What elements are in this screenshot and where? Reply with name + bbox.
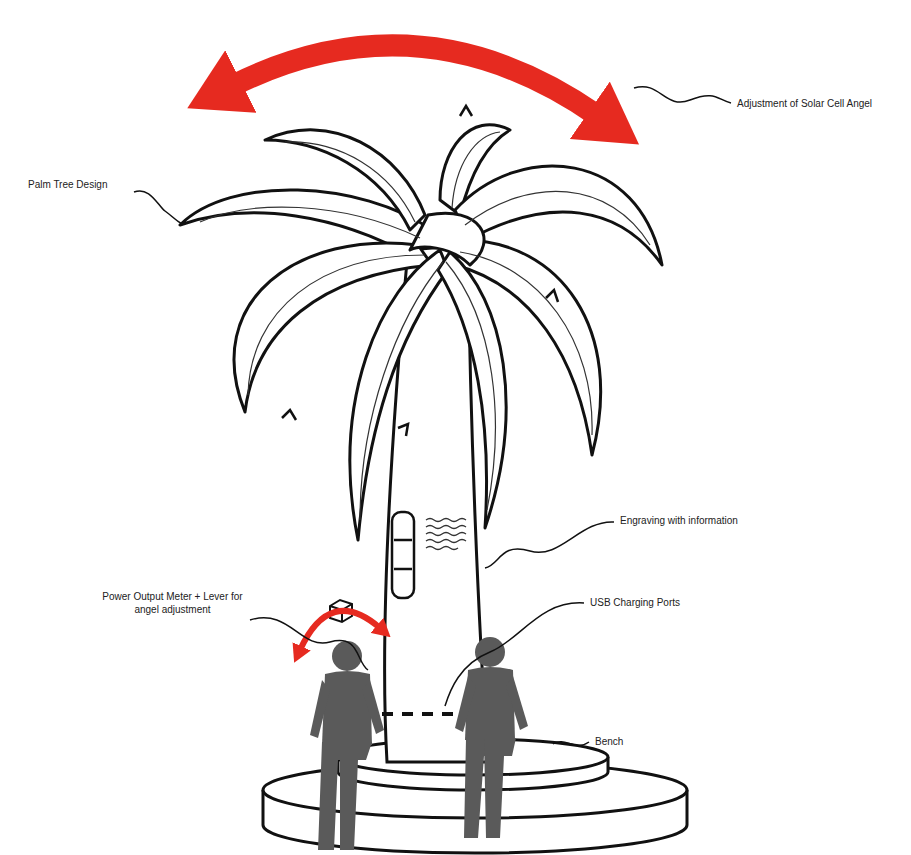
engraving	[426, 519, 466, 550]
callout-label: Adjustment of Solar Cell Angel	[737, 97, 872, 110]
angle-arrow	[232, 45, 598, 116]
palm-fronds	[180, 125, 662, 540]
callout-label: Bench	[595, 735, 623, 748]
callout-label: USB Charging Ports	[590, 596, 680, 609]
callout-label: Palm Tree Design	[28, 178, 107, 191]
frond-ribs	[200, 132, 650, 520]
callout-label: Power Output Meter + Lever for angel adj…	[100, 590, 245, 616]
callout-label: Engraving with information	[620, 514, 738, 527]
bench	[263, 739, 687, 853]
leader-lines	[134, 87, 731, 746]
frond-notches	[282, 106, 558, 436]
person-left	[310, 641, 384, 850]
power-meter	[392, 512, 414, 598]
